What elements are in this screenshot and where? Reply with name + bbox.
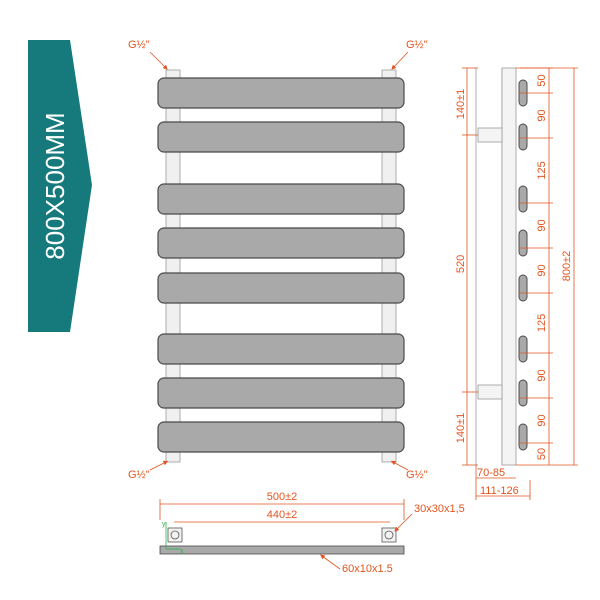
connection-leader-bottom-right bbox=[390, 460, 409, 471]
side-panel-profile bbox=[518, 335, 528, 363]
top-view-left-pipe bbox=[170, 530, 180, 540]
side-view: 50 90 125 90 90 125 90 90 50 800±2 140±1 520 140… bbox=[455, 67, 578, 500]
side-panel-profile bbox=[518, 229, 528, 257]
connection-label-top-left: G½" bbox=[128, 39, 150, 51]
center-width-label: 440±2 bbox=[267, 509, 298, 521]
connection-leader-bottom-left bbox=[149, 460, 169, 471]
segment-label: 125 bbox=[536, 161, 548, 179]
panel-profile-label: 60x10x1.5 bbox=[342, 563, 393, 575]
towel-panel bbox=[157, 121, 405, 153]
rail-profile-label: 30x30x1,5 bbox=[414, 503, 465, 515]
banner-arrow-shape bbox=[28, 40, 92, 332]
segment-label: 90 bbox=[536, 369, 548, 381]
banner-label: 800X500MM bbox=[40, 112, 70, 259]
top-view: 500±2 440±2 y x 30x30x1,5 60x10x1.5 bbox=[159, 491, 465, 575]
side-panel-profile bbox=[518, 185, 528, 213]
segment-label: 50 bbox=[536, 74, 548, 86]
side-panel-profile bbox=[518, 123, 528, 151]
segment-label: 90 bbox=[536, 264, 548, 276]
front-view: G½" G½" G½" G½" bbox=[128, 39, 428, 481]
segment-label: 90 bbox=[536, 219, 548, 231]
total-height-label: 800±2 bbox=[561, 251, 573, 282]
towel-panel bbox=[157, 377, 405, 409]
connection-label-top-right: G½" bbox=[406, 39, 428, 51]
towel-panel bbox=[157, 183, 405, 215]
connection-leader-top-left bbox=[149, 51, 168, 70]
top-view-left-rail bbox=[167, 527, 183, 543]
side-connector-top bbox=[477, 127, 503, 143]
axis-x-label: x bbox=[180, 548, 184, 555]
segment-label: 125 bbox=[536, 314, 548, 332]
total-width-label: 500±2 bbox=[267, 491, 298, 503]
rail-profile-leader bbox=[394, 513, 413, 532]
top-view-right-pipe bbox=[384, 530, 394, 540]
side-connector-bottom bbox=[477, 384, 503, 400]
axis-y-label: y bbox=[162, 521, 166, 528]
segment-label: 90 bbox=[536, 414, 548, 426]
segment-label: 90 bbox=[536, 109, 548, 121]
center-distance-label: 520 bbox=[455, 255, 467, 273]
top-offset-label: 140±1 bbox=[455, 89, 467, 120]
top-view-panel bbox=[159, 545, 405, 555]
bottom-offset-label: 140±1 bbox=[455, 413, 467, 444]
segment-label: 50 bbox=[536, 448, 548, 460]
wall-distance-label: 70-85 bbox=[477, 467, 505, 479]
towel-panel bbox=[157, 333, 405, 365]
panel-profile-leader bbox=[320, 554, 341, 570]
side-panel-profile bbox=[518, 379, 528, 407]
side-panel-profile bbox=[518, 423, 528, 451]
towel-panel bbox=[157, 227, 405, 259]
connection-leader-top-right bbox=[391, 51, 409, 70]
connection-label-bottom-right: G½" bbox=[406, 469, 428, 481]
side-panel-profile bbox=[518, 274, 528, 302]
connection-label-bottom-left: G½" bbox=[128, 469, 150, 481]
side-panel-group bbox=[518, 79, 528, 451]
segment-labels: 50 90 125 90 90 125 90 90 50 bbox=[520, 67, 553, 460]
depth-label: 111-126 bbox=[480, 485, 519, 497]
towel-panel bbox=[157, 421, 405, 453]
towel-panel bbox=[157, 77, 405, 109]
side-rail bbox=[501, 67, 517, 466]
panel-group bbox=[157, 77, 405, 453]
towel-panel bbox=[157, 272, 405, 304]
top-view-right-rail bbox=[381, 527, 397, 543]
